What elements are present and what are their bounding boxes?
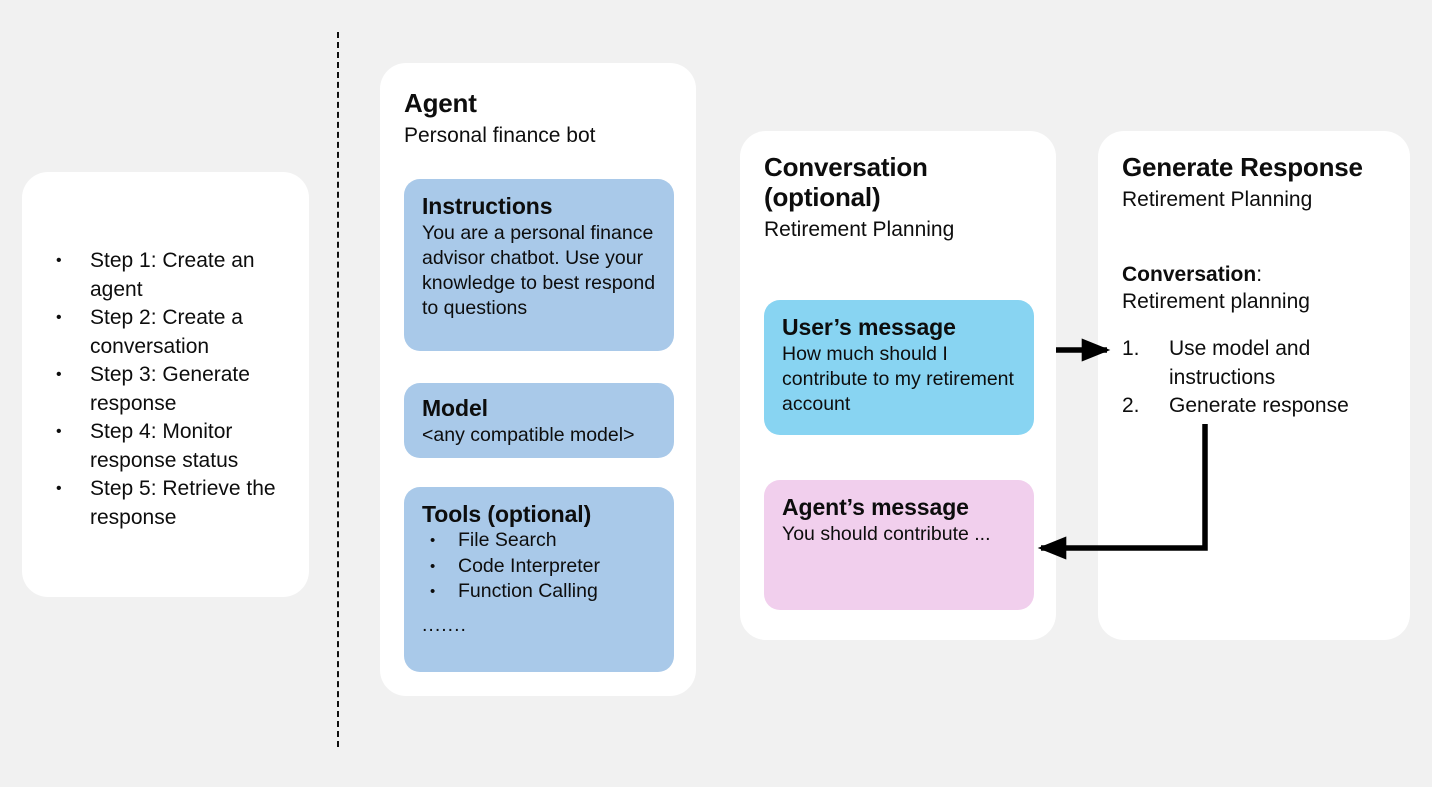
list-item: • Step 2: Create a conversation [56,304,295,361]
bullet-icon: • [430,532,436,550]
generate-response-title: Generate Response [1122,152,1363,182]
bullet-icon: • [56,309,62,326]
agent-card-subtitle: Personal finance bot [404,123,596,147]
user-message-body: How much should I contribute to my retir… [782,343,1014,416]
list-item: • Step 4: Monitor response status [56,418,295,475]
agent-card-header: Agent Personal finance bot [404,88,680,148]
conversation-card-title: Conversation (optional) [764,152,928,212]
dashed-divider [337,32,339,747]
generate-conversation-block: Conversation: Retirement planning [1122,261,1398,315]
generate-response-subtitle: Retirement Planning [1122,187,1313,211]
agent-message-title: Agent’s message [782,494,969,520]
conversation-card: Conversation (optional) Retirement Plann… [740,131,1056,640]
tool-label: Code Interpreter [458,554,600,577]
tools-ellipsis: ....... [422,613,467,636]
bullet-icon: • [56,423,62,440]
bullet-icon: • [430,583,436,601]
model-box: Model <any compatible model> [404,383,674,458]
generate-response-card: Generate Response Retirement Planning Co… [1098,131,1410,640]
user-message-title: User’s message [782,314,956,340]
conversation-card-header: Conversation (optional) Retirement Plann… [764,152,1040,242]
list-item: • Code Interpreter [422,554,656,580]
list-item: • Step 5: Retrieve the response [56,475,295,532]
steps-card: • Step 1: Create an agent • Step 2: Crea… [22,172,309,597]
instructions-title: Instructions [422,193,553,219]
generate-response-header: Generate Response Retirement Planning [1122,152,1398,212]
generate-conversation-separator: : [1256,263,1263,286]
generate-conversation-value: Retirement planning [1122,290,1310,313]
model-body: <any compatible model> [422,424,635,447]
user-message-box: User’s message How much should I contrib… [764,300,1034,435]
list-item: 2. Generate response [1122,392,1404,421]
model-title: Model [422,395,488,421]
generate-conversation-label: Conversation [1122,263,1257,286]
bullet-icon: • [56,252,62,269]
tools-title: Tools (optional) [422,501,592,527]
tool-label: Function Calling [458,580,598,603]
step-label: Step 3: Generate response [90,363,250,415]
bullet-icon: • [56,366,62,383]
list-item: 1. Use model and instructions [1122,335,1404,392]
agent-message-body: You should contribute ... [782,523,991,546]
step-number: 2. [1122,394,1140,417]
step-label: Generate response [1169,394,1349,417]
list-item: • File Search [422,528,656,554]
step-number: 1. [1122,337,1140,360]
agent-card-title: Agent [404,88,477,118]
agent-card: Agent Personal finance bot Instructions … [380,63,696,696]
tool-label: File Search [458,529,557,552]
instructions-body: You are a personal finance advisor chatb… [422,222,656,320]
step-label: Step 4: Monitor response status [90,420,239,472]
step-label: Step 5: Retrieve the response [90,477,276,529]
generate-steps-list: 1. Use model and instructions 2. Generat… [1122,335,1404,421]
list-item: • Step 1: Create an agent [56,247,295,304]
bullet-icon: • [56,480,62,497]
tools-box: Tools (optional) • File Search • Code In… [404,487,674,672]
step-label: Step 1: Create an agent [90,249,255,301]
step-label: Step 2: Create a conversation [90,306,243,358]
steps-list: • Step 1: Create an agent • Step 2: Crea… [56,247,295,532]
bullet-icon: • [430,557,436,575]
list-item: • Step 3: Generate response [56,361,295,418]
agent-message-box: Agent’s message You should contribute ..… [764,480,1034,610]
instructions-box: Instructions You are a personal finance … [404,179,674,351]
step-label: Use model and instructions [1169,337,1311,389]
list-item: • Function Calling [422,579,656,605]
conversation-card-subtitle: Retirement Planning [764,218,955,242]
